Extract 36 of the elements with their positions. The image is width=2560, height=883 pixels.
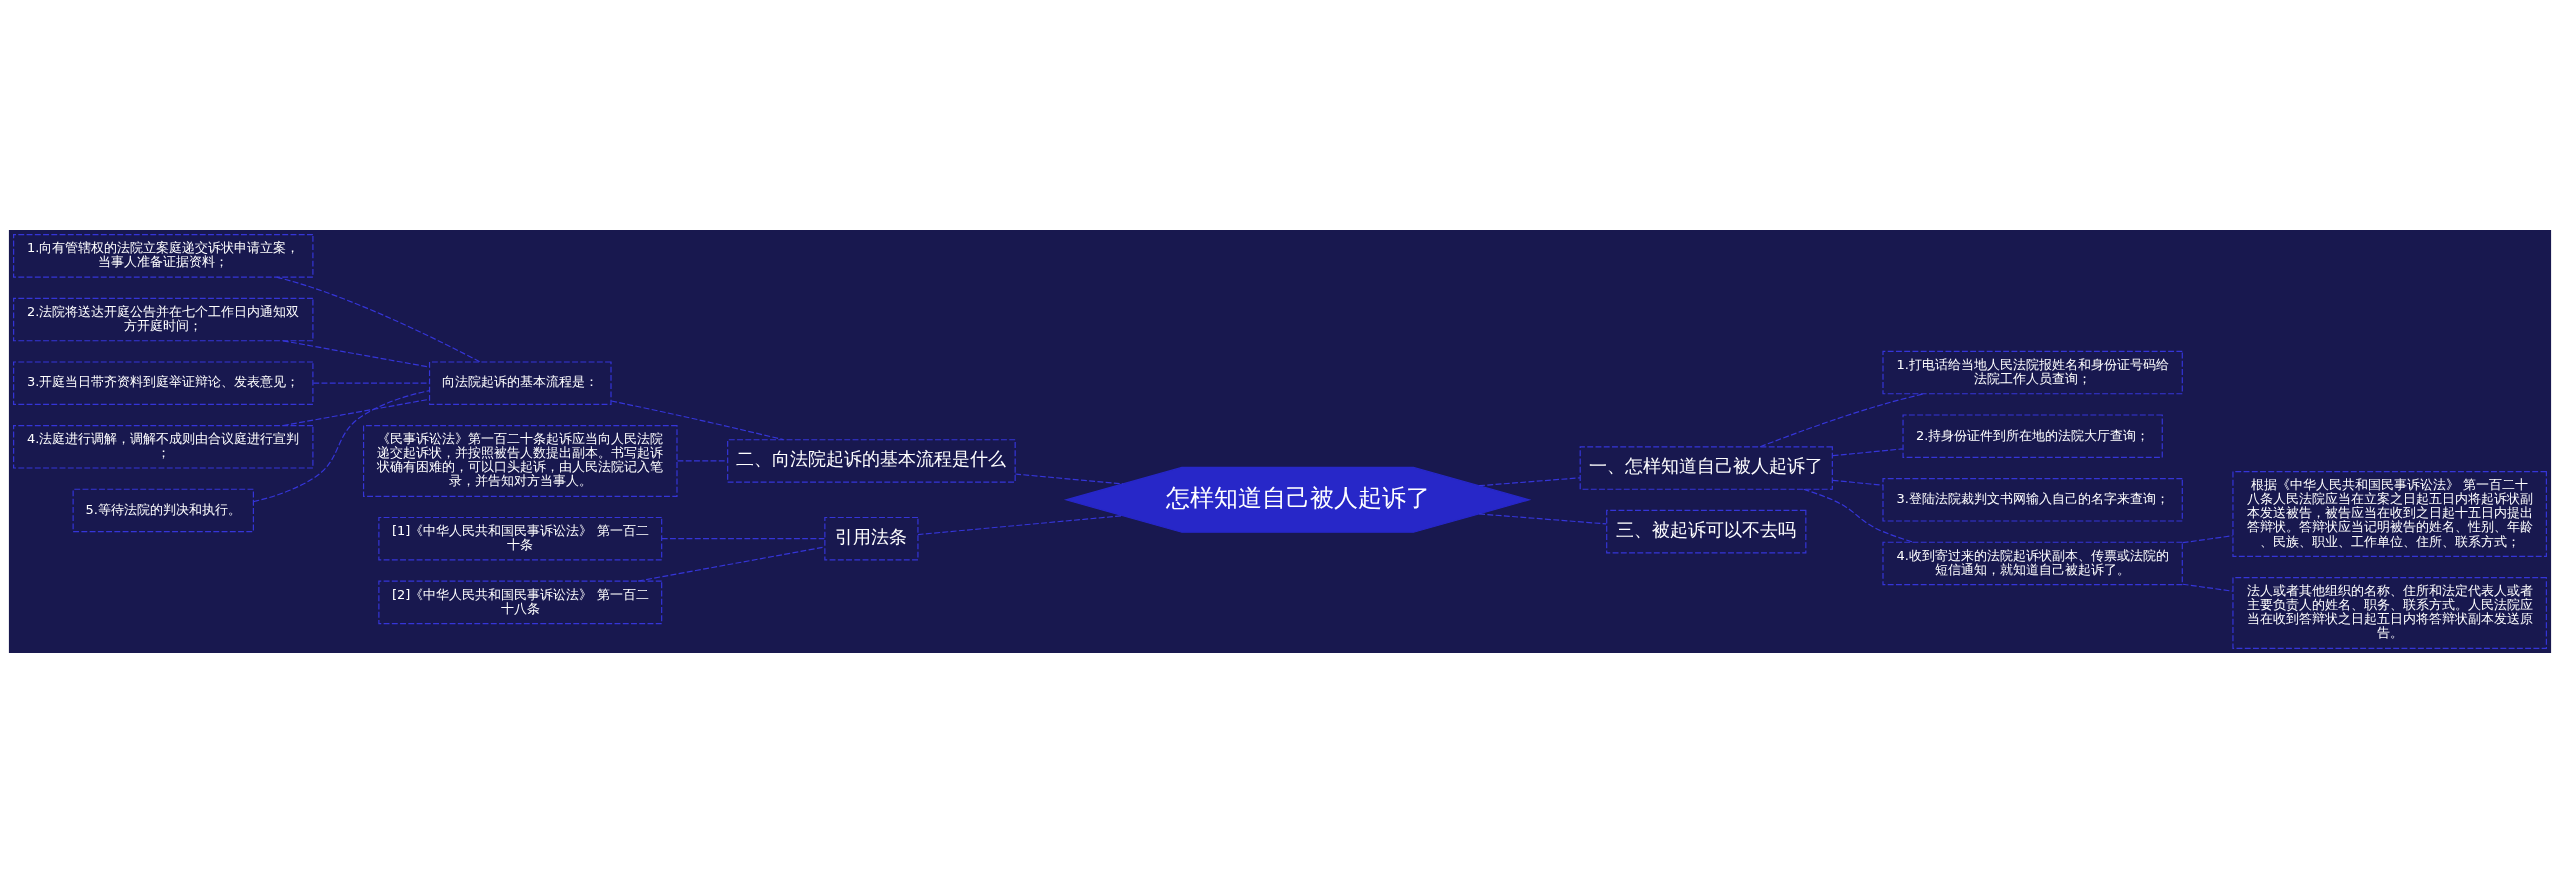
node-box: 3.登陆法院裁判文书网输入自己的名字来查询； <box>1882 478 2183 522</box>
connector <box>252 390 431 503</box>
node-box: 向法院起诉的基本流程是： <box>428 361 612 405</box>
node-box: 二、向法院起诉的基本流程是什么 <box>727 439 1016 483</box>
connector <box>1832 479 1884 486</box>
node-box: 1.打电话给当地人民法院报姓名和身份证号码给法院工作人员查询； <box>1882 350 2183 395</box>
node-box: 三、被起诉可以不去吗 <box>1606 509 1807 554</box>
node-box: 1.向有管辖权的法院立案庭递交诉状申请立案，当事人准备证据资料； <box>13 234 314 278</box>
connector <box>676 460 729 462</box>
node-box: 4.收到寄过来的法院起诉状副本、传票或法院的短信通知，就知道自己被起诉了。 <box>1882 541 2183 586</box>
connector <box>2182 535 2234 544</box>
node-box: [1]《中华人民共和国民事诉讼法》 第一百二十条 <box>378 516 663 561</box>
node-box: 2.持身份证件到所在地的法院大厅查询； <box>1902 414 2163 458</box>
connector <box>1014 473 1124 485</box>
node-box: 2.法院将送达开庭公告并在七个工作日内通知双方开庭时间； <box>13 297 314 342</box>
node-box: 根据《中华人民共和国民事诉讼法》 第一百二十八条人民法院应当在立案之日起五日内将起诉状副本发送被告，被告应当在收到之日起十五日内提出答辩状。答辩状应当记明被告的姓名、性别、年龄、民族、职业、工作单位、住所、联系方式； <box>2232 470 2547 557</box>
connector <box>1478 477 1581 487</box>
connector <box>282 398 430 427</box>
connector <box>312 382 430 384</box>
node-box: 一、怎样知道自己被人起诉了 <box>1579 446 1833 490</box>
connector <box>1478 513 1607 525</box>
node-box: [2]《中华人民共和国民事诉讼法》 第一百二十八条 <box>378 580 663 625</box>
connector <box>1803 488 1915 543</box>
node-box: 法人或者其他组织的名称、住所和法定代表人或者主要负责人的姓名、职务、联系方式。人民法院应当在收到答辩状之日起五日内将答辩状副本发送原告。 <box>2232 577 2547 649</box>
node-box: 4.法庭进行调解，调解不成则由合议庭进行宣判； <box>13 425 314 469</box>
node-box: 3.开庭当日带齐资料到庭举证辩论、发表意见； <box>13 361 314 405</box>
node-box: 5.等待法院的判决和执行。 <box>72 488 254 533</box>
connector <box>917 515 1124 536</box>
connector <box>2182 583 2234 592</box>
connector <box>610 400 784 441</box>
connector <box>661 538 826 540</box>
connector <box>282 340 430 368</box>
connector <box>637 546 826 582</box>
node-box: 引用法条 <box>824 516 919 561</box>
node-box: 《民事诉讼法》第一百二十条起诉应当向人民法院递交起诉状，并按照被告人数提出副本。书写起诉状确有困难的，可以口头起诉，由人民法院记入笔录，并告知对方当事人。 <box>363 425 678 497</box>
connector <box>1832 448 1904 457</box>
